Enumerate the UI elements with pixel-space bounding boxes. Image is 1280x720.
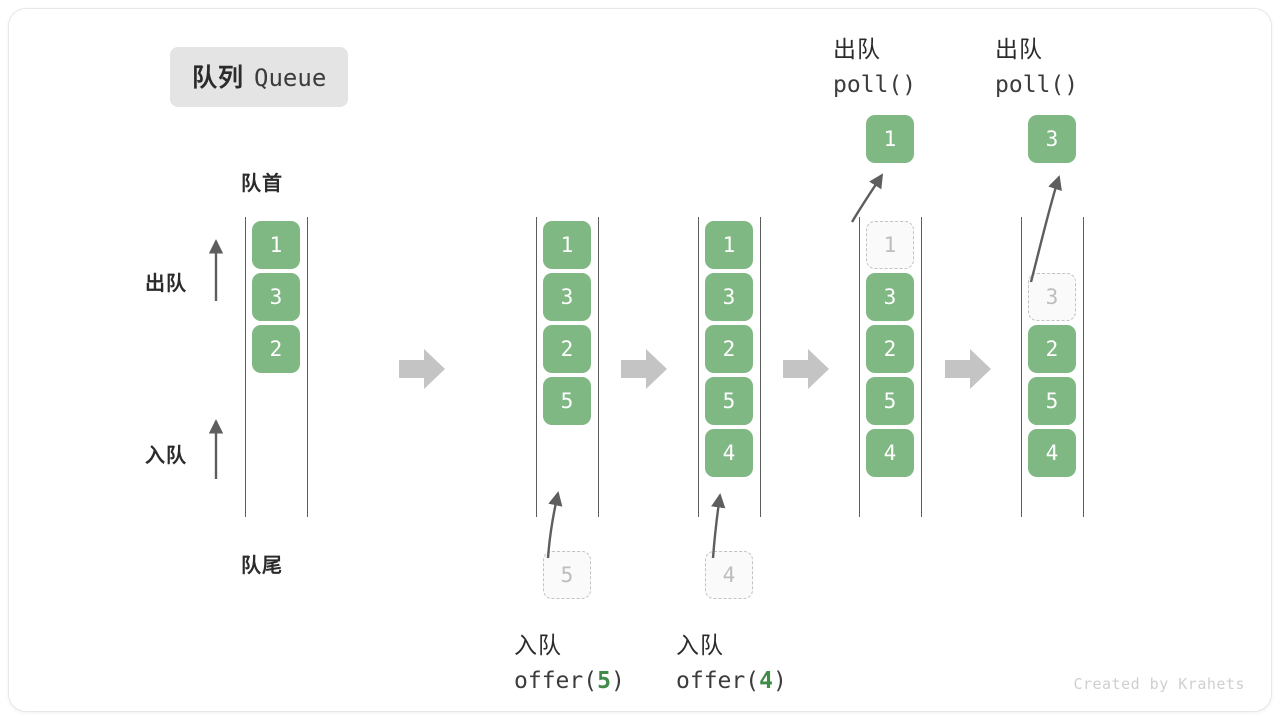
flow-arrow-icon — [783, 347, 831, 396]
queue-element: 5 — [1028, 377, 1076, 425]
title-en: Queue — [254, 64, 327, 92]
popped-element-poll-3: 3 — [1028, 115, 1076, 163]
queue-element: 2 — [866, 325, 914, 373]
queue-element: 1 — [705, 221, 753, 269]
queue-rail-right — [307, 217, 308, 517]
queue-head-label: 队首 — [241, 173, 283, 195]
queue-element: 5 — [705, 377, 753, 425]
queue-element: 3 — [543, 273, 591, 321]
flow-arrow-icon — [945, 347, 993, 396]
queue-element: 1 — [252, 221, 300, 269]
queue-element: 3 — [1028, 273, 1076, 321]
caption-cn: 入队 — [676, 632, 724, 658]
queue-element: 2 — [543, 325, 591, 373]
queue-tail-label: 队尾 — [241, 555, 283, 577]
queue-element: 2 — [705, 325, 753, 373]
top-caption-cn: 出队 — [833, 36, 881, 62]
queue-element: 2 — [1028, 325, 1076, 373]
caption-cn: 入队 — [514, 632, 562, 658]
queue-rail-left — [1021, 217, 1022, 517]
caption-code-arg: 4 — [759, 668, 773, 694]
queue-rail-left — [698, 217, 699, 517]
top-caption-cn: 出队 — [995, 36, 1043, 62]
queue-element: 3 — [866, 273, 914, 321]
title-cn: 队列 — [192, 64, 245, 92]
pending-element-offer-5: 5 — [543, 551, 591, 599]
queue-element: 1 — [543, 221, 591, 269]
queue-rail-left — [536, 217, 537, 517]
caption-offer-5: 入队 offer(5) — [514, 627, 625, 699]
dequeue-direction-label: 出队 — [145, 273, 187, 295]
caption-offer-4: 入队 offer(4) — [676, 627, 787, 699]
caption-code-arg: 5 — [597, 668, 611, 694]
caption-code: offer(4) — [676, 668, 787, 694]
queue-rail-left — [245, 217, 246, 517]
queue-element: 1 — [866, 221, 914, 269]
flow-arrow-icon — [399, 347, 447, 396]
queue-element: 3 — [252, 273, 300, 321]
queue-element: 5 — [543, 377, 591, 425]
queue-element: 4 — [705, 429, 753, 477]
top-caption-poll-1: 出队 poll() — [833, 31, 916, 103]
diagram-title-badge: 队列 Queue — [170, 47, 349, 107]
enqueue-direction-label: 入队 — [145, 445, 187, 467]
queue-rail-right — [921, 217, 922, 517]
queue-element: 2 — [252, 325, 300, 373]
top-caption-code: poll() — [995, 72, 1079, 98]
caption-code: offer(5) — [514, 668, 625, 694]
queue-rail-left — [859, 217, 860, 517]
flow-arrow-icon — [621, 347, 669, 396]
popped-element-poll-1: 1 — [866, 115, 914, 163]
poll-1-curved-arrow-icon — [850, 173, 884, 223]
queue-element: 5 — [866, 377, 914, 425]
top-caption-code: poll() — [833, 72, 917, 98]
queue-rail-right — [598, 217, 599, 517]
queue-rail-right — [1083, 217, 1084, 517]
credit-text: Created by Krahets — [1073, 675, 1245, 693]
top-caption-poll-3: 出队 poll() — [995, 31, 1078, 103]
queue-element: 4 — [866, 429, 914, 477]
queue-rail-right — [760, 217, 761, 517]
queue-element: 4 — [1028, 429, 1076, 477]
pending-element-offer-4: 4 — [705, 551, 753, 599]
queue-element: 3 — [705, 273, 753, 321]
